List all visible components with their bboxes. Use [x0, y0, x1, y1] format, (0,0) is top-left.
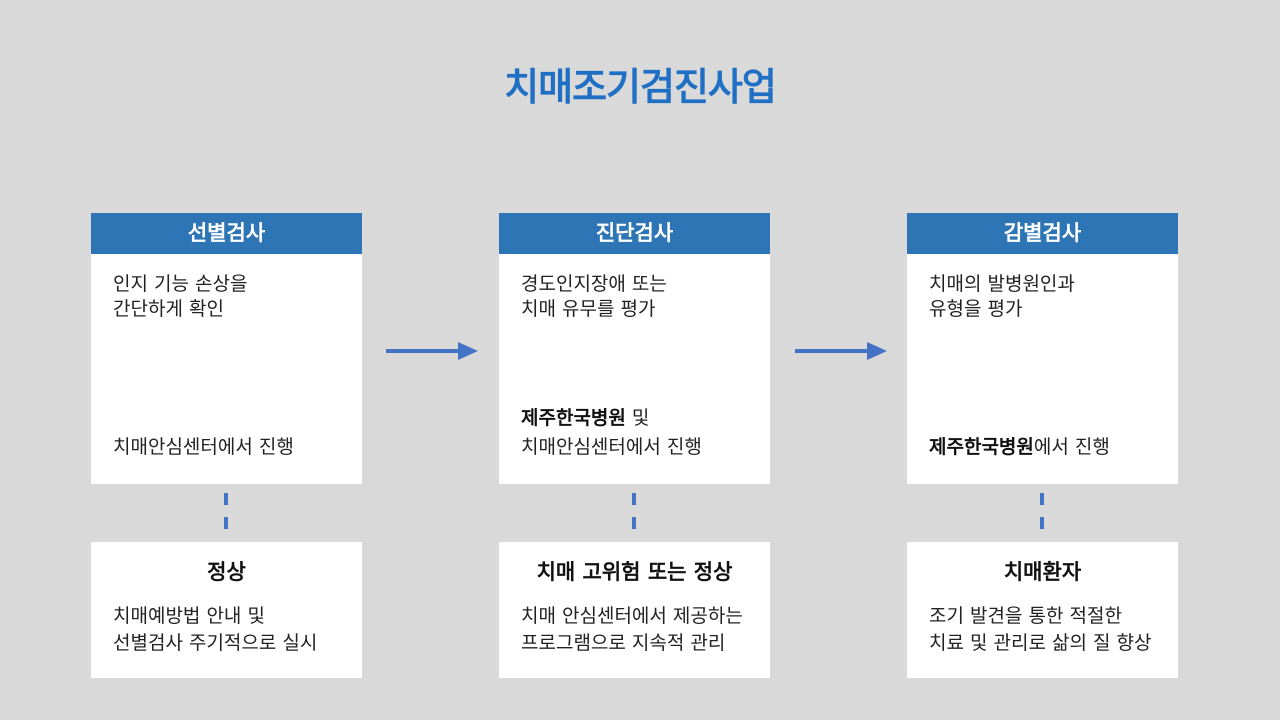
- step-location: 제주한국병원 및 치매안심센터에서 진행: [521, 404, 758, 462]
- step-description-line: 경도인지장애 또는: [521, 273, 667, 295]
- dashed-connector: [632, 493, 636, 533]
- result-description-line: 치료 및 관리로 삶의 질 향상: [929, 632, 1152, 654]
- step-location: 치매안심센터에서 진행: [113, 433, 350, 462]
- step-location-line: 치매안심센터에서 진행: [521, 433, 758, 462]
- result-card-normal: 정상 치매예방법 안내 및 선별검사 주기적으로 실시: [91, 542, 362, 678]
- step-card-screening: 선별검사 인지 기능 손상을 간단하게 확인 치매안심센터에서 진행: [91, 213, 362, 484]
- result-card-dementia: 치매환자 조기 발견을 통한 적절한 치료 및 관리로 삶의 질 향상: [907, 542, 1178, 678]
- step-location: 제주한국병원에서 진행: [929, 433, 1166, 462]
- result-description-line: 치매예방법 안내 및: [113, 605, 265, 627]
- step-card-diagnosis: 진단검사 경도인지장애 또는 치매 유무를 평가 제주한국병원 및 치매안심센터…: [499, 213, 770, 484]
- result-description-line: 치매 안심센터에서 제공하는: [521, 605, 743, 627]
- step-header: 진단검사: [499, 213, 770, 254]
- step-card-differential: 감별검사 치매의 발병원인과 유형을 평가 제주한국병원에서 진행: [907, 213, 1178, 484]
- step-location-text: 및: [625, 407, 650, 429]
- step-location-text: 치매안심센터에서 진행: [521, 436, 702, 458]
- result-title: 치매환자: [1003, 560, 1082, 584]
- result-description-line: 선별검사 주기적으로 실시: [113, 632, 318, 654]
- result-title: 정상: [207, 560, 246, 584]
- right-arrow-icon: [795, 342, 887, 360]
- step-location-line: 제주한국병원에서 진행: [929, 433, 1166, 462]
- step-description-line: 간단하게 확인: [113, 298, 224, 320]
- result-description: 조기 발견을 통한 적절한 치료 및 관리로 삶의 질 향상: [929, 603, 1170, 657]
- step-location-text: 에서 진행: [1033, 436, 1110, 458]
- step-header: 감별검사: [907, 213, 1178, 254]
- page-title: 치매조기검진사업: [504, 65, 777, 109]
- step-header: 선별검사: [91, 213, 362, 254]
- step-description: 경도인지장애 또는 치매 유무를 평가: [521, 272, 758, 322]
- dashed-connector: [224, 493, 228, 533]
- step-description: 인지 기능 손상을 간단하게 확인: [113, 272, 350, 322]
- step-description-line: 치매 유무를 평가: [521, 298, 656, 320]
- step-description-line: 치매의 발병원인과: [929, 273, 1075, 295]
- step-location-line: 제주한국병원 및: [521, 404, 758, 433]
- result-description: 치매 안심센터에서 제공하는 프로그램으로 지속적 관리: [521, 603, 762, 657]
- step-location-text: 치매안심센터에서 진행: [113, 436, 294, 458]
- step-location-line: 치매안심센터에서 진행: [113, 433, 350, 462]
- result-card-high-risk: 치매 고위험 또는 정상 치매 안심센터에서 제공하는 프로그램으로 지속적 관…: [499, 542, 770, 678]
- dashed-connector: [1040, 493, 1044, 533]
- step-location-bold: 제주한국병원: [521, 407, 626, 429]
- right-arrow-icon: [386, 342, 478, 360]
- result-description-line: 조기 발견을 통한 적절한: [929, 605, 1122, 627]
- result-description: 치매예방법 안내 및 선별검사 주기적으로 실시: [113, 603, 354, 657]
- step-location-bold: 제주한국병원: [929, 436, 1034, 458]
- step-description-line: 유형을 평가: [929, 298, 1023, 320]
- result-title: 치매 고위험 또는 정상: [536, 560, 733, 584]
- step-description-line: 인지 기능 손상을: [113, 273, 248, 295]
- result-description-line: 프로그램으로 지속적 관리: [521, 632, 726, 654]
- step-description: 치매의 발병원인과 유형을 평가: [929, 272, 1166, 322]
